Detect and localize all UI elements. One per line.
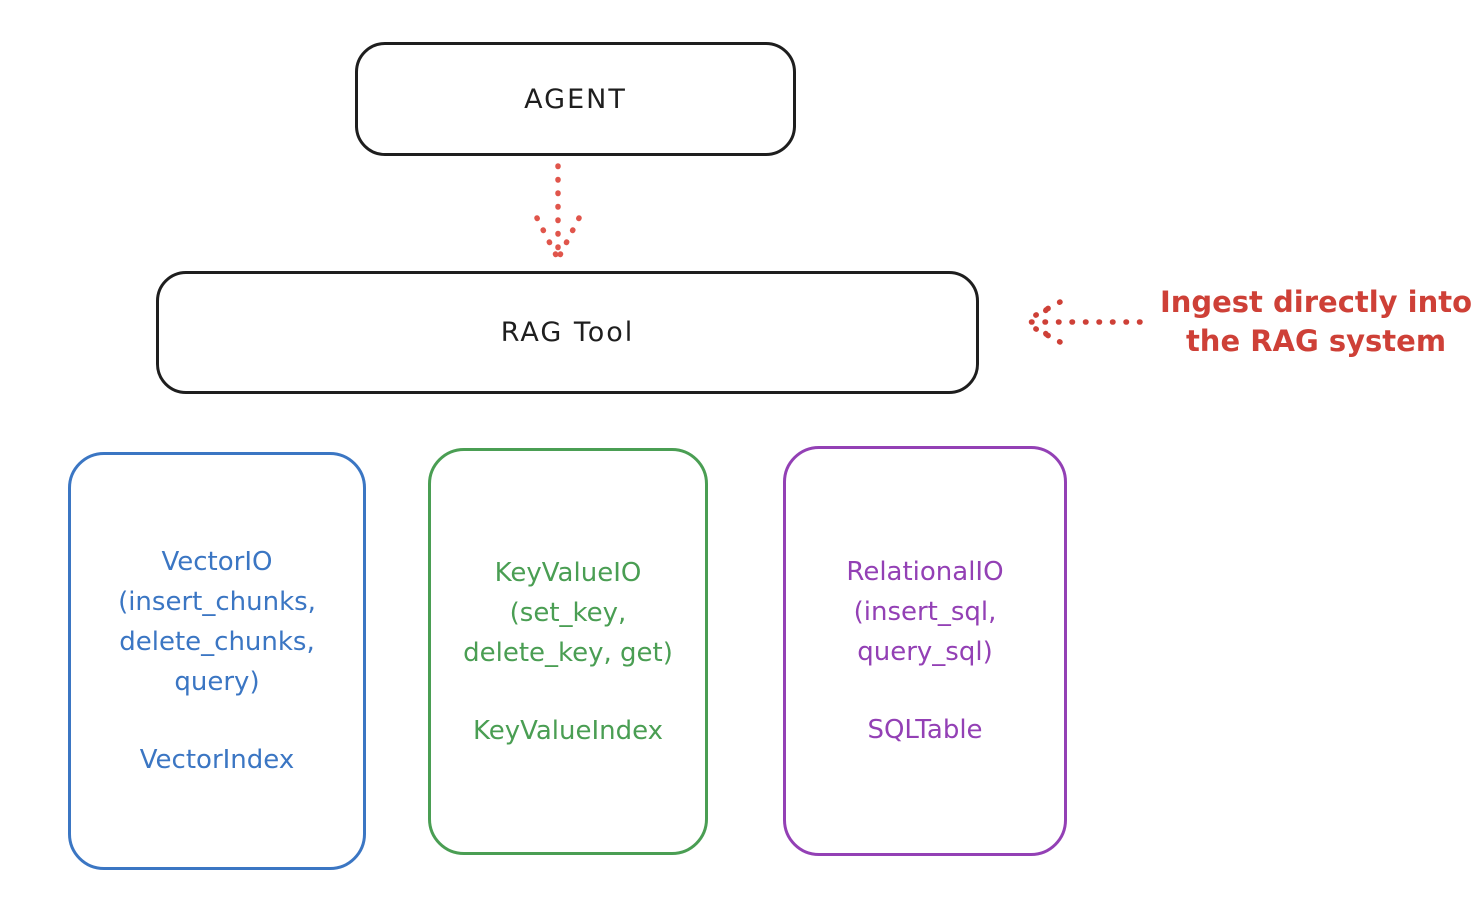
node-agent: AGENT — [355, 42, 796, 156]
vector-index-label: VectorIndex — [139, 745, 295, 775]
node-relational-io: RelationalIO (insert_sql, query_sql) SQL… — [783, 446, 1067, 856]
sql-table-label: SQLTable — [867, 715, 983, 745]
node-rag-tool-label: RAG Tool — [500, 317, 635, 348]
relational-io-line-3: query_sql) — [857, 637, 993, 667]
vector-io-line-1: VectorIO — [161, 547, 273, 577]
node-rag-tool: RAG Tool — [156, 271, 979, 394]
ingest-annotation: Ingest directly into the RAG system — [1148, 283, 1484, 361]
arrow-ingest-into-rag-icon — [1022, 299, 1143, 345]
node-agent-label: AGENT — [524, 83, 627, 115]
ingest-annotation-line-2: the RAG system — [1185, 324, 1447, 358]
vector-io-signature: VectorIO (insert_chunks, delete_chunks, … — [118, 542, 316, 702]
relational-io-line-2: (insert_sql, — [853, 597, 997, 627]
ingest-annotation-line-1: Ingest directly into — [1159, 285, 1473, 319]
node-vector-io: VectorIO (insert_chunks, delete_chunks, … — [68, 452, 366, 870]
key-value-index-label: KeyValueIndex — [472, 715, 664, 746]
relational-io-signature: RelationalIO (insert_sql, query_sql) — [846, 552, 1003, 672]
relational-io-line-1: RelationalIO — [846, 557, 1004, 587]
vector-io-line-3: delete_chunks, — [119, 627, 315, 657]
key-value-io-line-3: delete_key, get) — [463, 637, 673, 668]
key-value-io-line-2: (set_key, — [509, 597, 627, 628]
arrow-agent-to-rag-tool-icon — [534, 163, 582, 261]
node-key-value-io: KeyValueIO (set_key, delete_key, get) Ke… — [428, 448, 708, 855]
vector-io-line-4: query) — [174, 667, 260, 697]
vector-io-line-2: (insert_chunks, — [118, 587, 316, 617]
key-value-io-signature: KeyValueIO (set_key, delete_key, get) — [463, 553, 673, 673]
key-value-io-line-1: KeyValueIO — [494, 557, 642, 588]
